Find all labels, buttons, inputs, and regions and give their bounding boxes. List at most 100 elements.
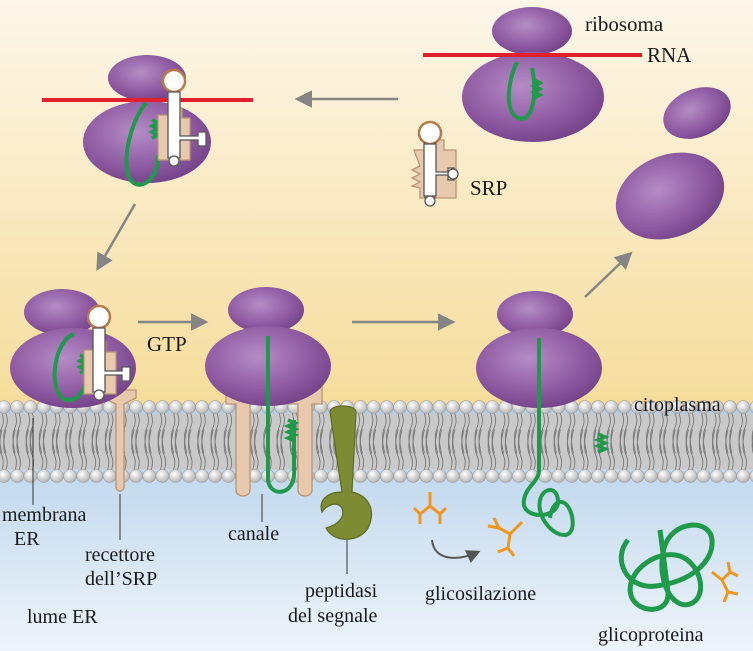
- label-citoplasma: citoplasma: [634, 394, 721, 416]
- lipid-head: [459, 469, 473, 483]
- lipid-head: [459, 400, 473, 414]
- lipid-head: [0, 469, 11, 483]
- label-recettore: recettore: [85, 544, 155, 566]
- arrow-to-membrane: [96, 203, 137, 272]
- srp-docked-head: [86, 304, 112, 330]
- srp-receptor: [102, 389, 137, 492]
- label-ribosoma: ribosoma: [585, 12, 664, 36]
- lipid-head: [604, 469, 619, 483]
- srp-free: [410, 120, 459, 207]
- lipid-head: [129, 400, 143, 414]
- lipid-head: [36, 469, 51, 483]
- lipid-head: [393, 469, 407, 483]
- lipid-head: [485, 469, 500, 483]
- lipid-head: [749, 401, 753, 413]
- ribosome-small-subunit-4: [228, 287, 304, 333]
- srp-head: [417, 120, 443, 146]
- lipid-head: [406, 469, 421, 483]
- glycosylation-arrow: [431, 539, 481, 564]
- ribosome-large-subunit-3: [10, 328, 136, 408]
- nascent-peptide-4: [266, 336, 297, 494]
- lipid-head: [23, 469, 38, 483]
- lipid-head: [657, 469, 671, 483]
- lipid-head: [577, 400, 592, 414]
- ribosome-small-subunit-5: [497, 291, 573, 337]
- lipid-head: [432, 400, 447, 414]
- label-rna: RNA: [647, 43, 692, 67]
- lipid-head: [208, 400, 222, 414]
- lipid-head: [472, 469, 487, 483]
- label-canale: canale: [228, 523, 279, 545]
- lipid-head: [432, 469, 447, 483]
- lipid-head: [445, 469, 460, 483]
- lipid-head: [168, 400, 183, 414]
- lipid-head: [617, 400, 632, 414]
- nascent-peptide-2: [124, 101, 161, 187]
- lipid-head: [10, 469, 25, 483]
- lipid-head: [195, 400, 209, 414]
- signal-peptidase: [320, 405, 373, 540]
- lipid-head: [49, 469, 64, 483]
- lipid-head: [168, 469, 183, 483]
- sugar-attached: [487, 517, 524, 557]
- released-small-subunit: [663, 87, 731, 139]
- ribosome-releasing: [476, 291, 610, 557]
- lipid-head: [102, 469, 117, 483]
- lipid-head: [0, 400, 11, 414]
- lipid-head: [485, 400, 500, 414]
- lipid-head: [445, 400, 460, 414]
- lipid-head: [353, 469, 368, 483]
- lipid-head: [419, 469, 434, 483]
- ribosome-released: [615, 87, 731, 240]
- lipid-head: [155, 469, 170, 483]
- label-recettore-srp: dell’SRP: [85, 568, 157, 590]
- lipid-head: [142, 469, 156, 483]
- lipid-head: [604, 400, 619, 414]
- lipid-head: [76, 469, 90, 483]
- translocated-protein: [521, 338, 575, 537]
- ribosome-small-subunit-3: [24, 289, 100, 335]
- lipid-head: [723, 469, 737, 483]
- label-peptidasi-segnale: del segnale: [288, 605, 378, 627]
- lipid-head: [313, 469, 328, 483]
- lipid-head: [208, 469, 222, 483]
- lipid-head: [591, 400, 605, 414]
- lipid-head: [406, 400, 421, 414]
- cleaved-signal-peptide: [593, 432, 610, 454]
- lipid-head: [274, 469, 289, 483]
- lipid-head: [89, 469, 104, 483]
- lipid-head: [221, 469, 236, 483]
- signal-sequence: [530, 78, 544, 100]
- ribosome-srp-bound: [42, 55, 253, 187]
- lipid-head: [736, 400, 751, 414]
- released-large-subunit: [615, 152, 725, 240]
- lipid-head: [577, 469, 592, 483]
- lipid-head: [696, 469, 711, 483]
- ribosome-large-subunit-2: [83, 101, 211, 183]
- lipid-head: [142, 400, 156, 414]
- lipid-head: [472, 400, 487, 414]
- lipid-head: [379, 469, 394, 483]
- lipid-head: [643, 469, 658, 483]
- lipid-head: [182, 469, 196, 483]
- label-peptidasi: peptidasi: [305, 580, 378, 602]
- lipid-head: [551, 469, 566, 483]
- channel-right: [289, 385, 323, 497]
- ribosome-free: [423, 7, 642, 142]
- lipid-head: [723, 400, 737, 414]
- lipid-head: [182, 400, 196, 414]
- glycoprotein-chain: [618, 522, 715, 612]
- glycoprotein: [618, 522, 739, 612]
- lipid-head: [511, 469, 526, 483]
- lipid-head: [23, 400, 38, 414]
- label-membrana: membrana: [2, 504, 87, 526]
- lipid-head: [195, 469, 209, 483]
- lipid-head: [393, 400, 407, 414]
- ribosome-docking: [10, 289, 137, 492]
- lipid-head: [498, 469, 513, 483]
- lipid-head: [736, 469, 751, 483]
- lipid-head: [10, 400, 25, 414]
- lipid-head: [617, 469, 632, 483]
- lipid-head: [749, 470, 753, 482]
